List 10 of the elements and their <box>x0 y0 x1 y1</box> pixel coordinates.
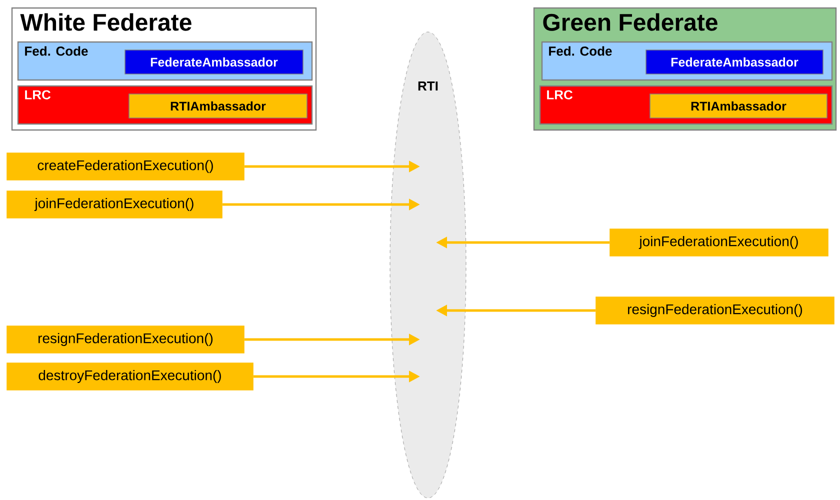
call-label: resignFederationExecution() <box>6 326 244 354</box>
ambassador-box: FederateAmbassador <box>124 50 304 74</box>
ambassador-box: FederateAmbassador <box>646 50 824 74</box>
ambassador-box: RTIAmbassador <box>650 94 828 118</box>
call-label: destroyFederationExecution() <box>6 362 254 390</box>
call-label: joinFederationExecution() <box>6 190 222 218</box>
call-label: joinFederationExecution() <box>610 228 828 256</box>
ambassador-box: RTIAmbassador <box>128 94 308 118</box>
call-label: resignFederationExecution() <box>596 296 834 324</box>
call-label: createFederationExecution() <box>6 152 244 180</box>
